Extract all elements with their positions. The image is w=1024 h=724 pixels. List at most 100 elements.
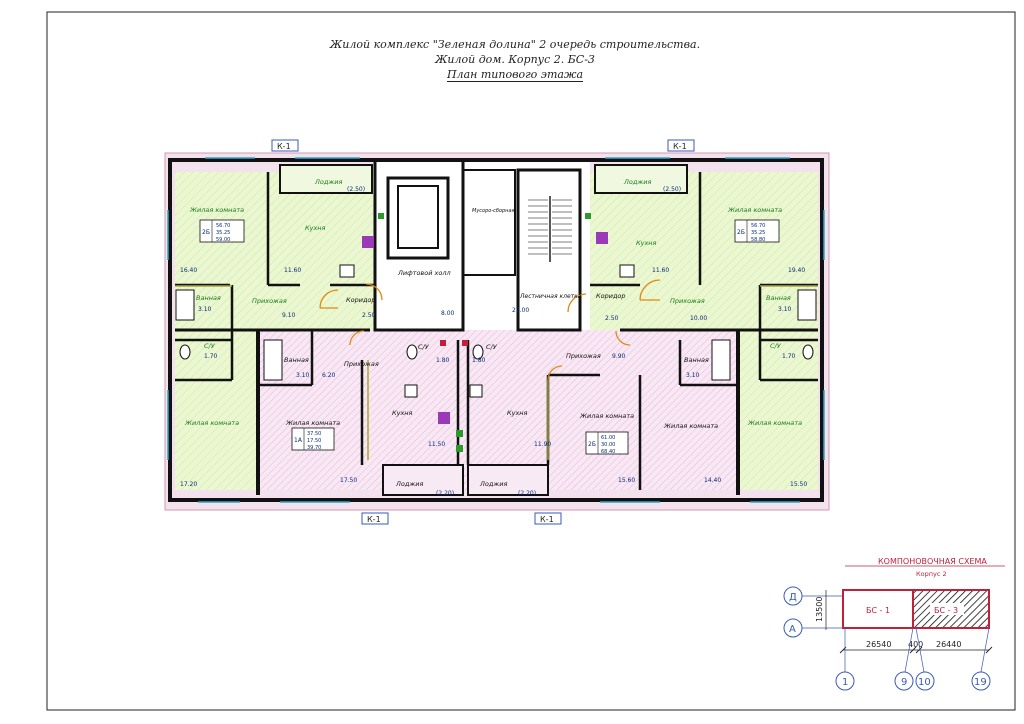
scheme-height-dim: 13500: [815, 597, 824, 622]
apt-mr-v3: 68.40: [601, 449, 615, 455]
scheme-subtitle: Корпус 2: [916, 570, 947, 578]
core-zone: [375, 160, 590, 330]
apt-box-mr: [585, 431, 629, 455]
stairwell: [516, 168, 582, 332]
room-corridor-tr: Коридор: [596, 292, 626, 300]
area-living-tl: 16.40: [180, 267, 197, 274]
room-living-tr: Жилая комната: [727, 206, 782, 214]
room-corridor-tl: Коридор: [346, 296, 376, 304]
axis-bubble-9: [894, 671, 914, 691]
section-mark-top-right: К-1: [673, 142, 687, 151]
area-living-mr2: 14.40: [704, 477, 721, 484]
area-stair: 27.00: [512, 307, 529, 314]
outer-wall: [168, 158, 824, 502]
apt-tr-v1: 56.70: [751, 223, 765, 229]
section-mark-top-left: К-1: [277, 142, 291, 151]
room-kitchen-tl: Кухня: [305, 224, 326, 232]
room-kitchen-ml: Кухня: [392, 409, 413, 417]
area-elevator-hall: 8.00: [441, 310, 455, 317]
room-living-mr2: Жилая комната: [663, 422, 718, 430]
area-bath-mr: 3.10: [686, 372, 700, 379]
title-line-3-text: План типового этажа: [446, 68, 584, 82]
apt-box-ml: [291, 427, 335, 451]
area-living-r2: 15.50: [790, 481, 807, 488]
axis-label-9: 9: [901, 677, 907, 688]
axis-bubble-10: [915, 671, 935, 691]
title-line-2: Жилой дом. Корпус 2. БС-3: [435, 53, 595, 66]
area-wc-mr: 1.80: [472, 357, 486, 364]
area-loggia-tl: (2.50): [347, 186, 365, 193]
room-wc-tr: С/У: [770, 342, 782, 350]
room-living-r2: Жилая комната: [747, 419, 802, 427]
area-loggia-bl: (2.20): [436, 490, 454, 497]
elevator-shaft: [386, 176, 450, 260]
area-corridor-tl: 2.50: [362, 312, 376, 319]
apt-tl-v1: 56.70: [216, 223, 230, 229]
room-hall-tr: Прихожая: [670, 297, 705, 305]
axis-bubble-19: [971, 671, 991, 691]
scheme-block-3-label: БС - 3: [934, 606, 958, 615]
scheme-dim-1: 26540: [866, 640, 891, 649]
room-hall-mr: Прихожая: [566, 352, 601, 360]
trash-chamber: [462, 169, 516, 276]
apt-box-tr: [734, 219, 780, 243]
area-living-mr1: 15.60: [618, 477, 635, 484]
scheme-block-1-label: БС - 1: [866, 606, 890, 615]
apt-ml-v1: 37.50: [307, 431, 321, 437]
area-corridor-tr: 2.50: [605, 315, 619, 322]
section-mark-bottom-right: К-1: [540, 515, 554, 524]
axis-label-10: 10: [918, 677, 931, 688]
area-kitchen-ml: 11.50: [428, 441, 445, 448]
room-loggia-bl: Лоджия: [395, 480, 423, 488]
apt-mr-v1: 61.00: [601, 435, 615, 441]
room-hall-ml: Прихожая: [344, 360, 379, 368]
apt-box-tl: [199, 219, 245, 243]
area-kitchen-tr: 11.60: [652, 267, 669, 274]
room-kitchen-mr: Кухня: [507, 409, 528, 417]
apartment-middle-zone: [258, 330, 738, 490]
room-trash: Мусоро-сборная: [472, 208, 515, 214]
apt-tl-v3: 59.00: [216, 237, 230, 243]
apt-ml-v2: 17.50: [307, 438, 321, 444]
room-living-ml: Жилая комната: [285, 419, 340, 427]
axis-label-d: Д: [789, 592, 797, 603]
sheet-frame: [46, 11, 1016, 711]
scheme-title: КОМПОНОВОЧНАЯ СХЕМА: [878, 557, 987, 566]
room-bath-mr: Ванная: [684, 356, 709, 364]
axis-label-a: А: [789, 624, 796, 635]
room-wc-ml: С/У: [418, 343, 430, 351]
area-bath-tr: 3.10: [778, 306, 792, 313]
scheme-dim-3: 26440: [936, 640, 961, 649]
area-loggia-tr: (2.50): [663, 186, 681, 193]
title-line-1: Жилой комплекс "Зеленая долина" 2 очеред…: [329, 38, 701, 51]
area-hall-tr: 10.00: [690, 315, 707, 322]
room-bath-tl: Ванная: [196, 294, 221, 302]
axis-label-1: 1: [842, 677, 848, 688]
area-wc-tr: 1.70: [782, 353, 796, 360]
room-bath-ml: Ванная: [284, 356, 309, 364]
section-marks: [271, 139, 695, 525]
area-kitchen-tl: 11.60: [284, 267, 301, 274]
area-living-ml: 17.50: [340, 477, 357, 484]
room-living-l2: Жилая комната: [184, 419, 239, 427]
area-wc-ml: 1.80: [436, 357, 450, 364]
room-bath-tr: Ванная: [766, 294, 791, 302]
room-living-tl: Жилая комната: [189, 206, 244, 214]
area-hall-ml: 6.20: [322, 372, 336, 379]
area-wc-tl: 1.70: [204, 353, 218, 360]
apt-tr-v2: 35.25: [751, 230, 765, 236]
room-loggia-br: Лоджия: [479, 480, 507, 488]
apt-tr-type: 2Б: [737, 229, 745, 236]
scheme-dim-2: 400: [908, 640, 923, 649]
area-bath-tl: 3.10: [198, 306, 212, 313]
room-hall-tl: Прихожая: [252, 297, 287, 305]
area-loggia-br: (2.20): [518, 490, 536, 497]
room-wc-tl: С/У: [204, 342, 216, 350]
axis-label-19: 19: [974, 677, 987, 688]
room-loggia-tr: Лоджия: [623, 178, 651, 186]
room-kitchen-tr: Кухня: [636, 239, 657, 247]
area-living-l2: 17.20: [180, 481, 197, 488]
area-bath-ml: 3.10: [296, 372, 310, 379]
area-hall-mr: 9.90: [612, 353, 626, 360]
